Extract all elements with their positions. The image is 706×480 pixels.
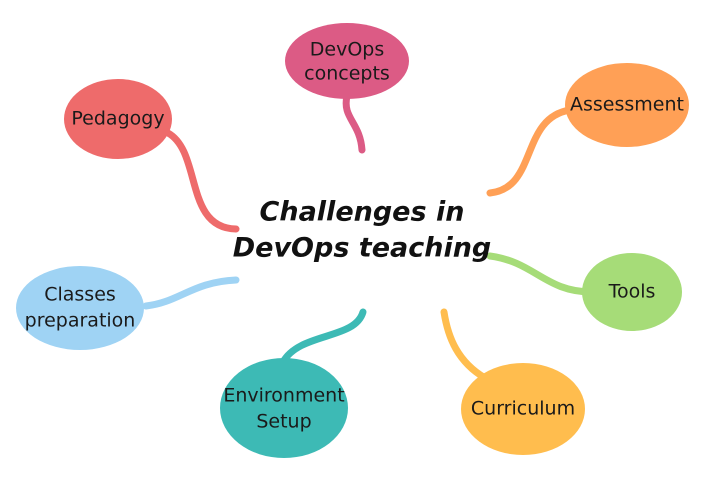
node-environment-setup: Environment Setup <box>220 358 348 458</box>
branch-devops-concepts <box>342 92 366 154</box>
node-assessment-shape <box>565 63 689 147</box>
node-devops-concepts-line1: DevOps <box>310 39 384 61</box>
central-topic: Challenges in DevOps teaching <box>233 197 492 264</box>
branch-classes-preparation <box>142 276 240 310</box>
node-classes-preparation: Classes preparation <box>16 266 144 350</box>
node-tools: Tools <box>582 253 682 331</box>
branch-pedagogy <box>164 129 240 233</box>
central-topic-line2: DevOps teaching <box>233 233 492 264</box>
node-classes-preparation-line1: Classes <box>44 284 116 306</box>
branch-curriculum <box>440 308 489 382</box>
node-devops-concepts-line2: concepts <box>304 63 390 85</box>
node-environment-setup-shape <box>220 358 348 458</box>
branch-assessment <box>486 106 574 197</box>
node-pedagogy-shape <box>64 79 172 159</box>
node-tools-shape <box>582 253 682 331</box>
node-assessment: Assessment <box>565 63 689 147</box>
node-environment-setup-line1: Environment <box>223 385 344 407</box>
branch-tools <box>486 252 596 296</box>
node-assessment-label: Assessment <box>570 94 684 116</box>
node-pedagogy-label: Pedagogy <box>71 108 164 130</box>
node-devops-concepts-shape <box>285 23 409 99</box>
node-environment-setup-line2: Setup <box>256 411 311 433</box>
node-curriculum: Curriculum <box>461 363 585 455</box>
central-topic-line1: Challenges in <box>260 197 465 228</box>
node-classes-preparation-shape <box>16 266 144 350</box>
node-curriculum-shape <box>461 363 585 455</box>
node-pedagogy: Pedagogy <box>64 79 172 159</box>
branch-environment-setup <box>279 308 367 366</box>
node-tools-label: Tools <box>608 281 656 303</box>
node-devops-concepts: DevOps concepts <box>285 23 409 99</box>
node-curriculum-label: Curriculum <box>471 398 575 420</box>
node-classes-preparation-line2: preparation <box>25 310 136 332</box>
